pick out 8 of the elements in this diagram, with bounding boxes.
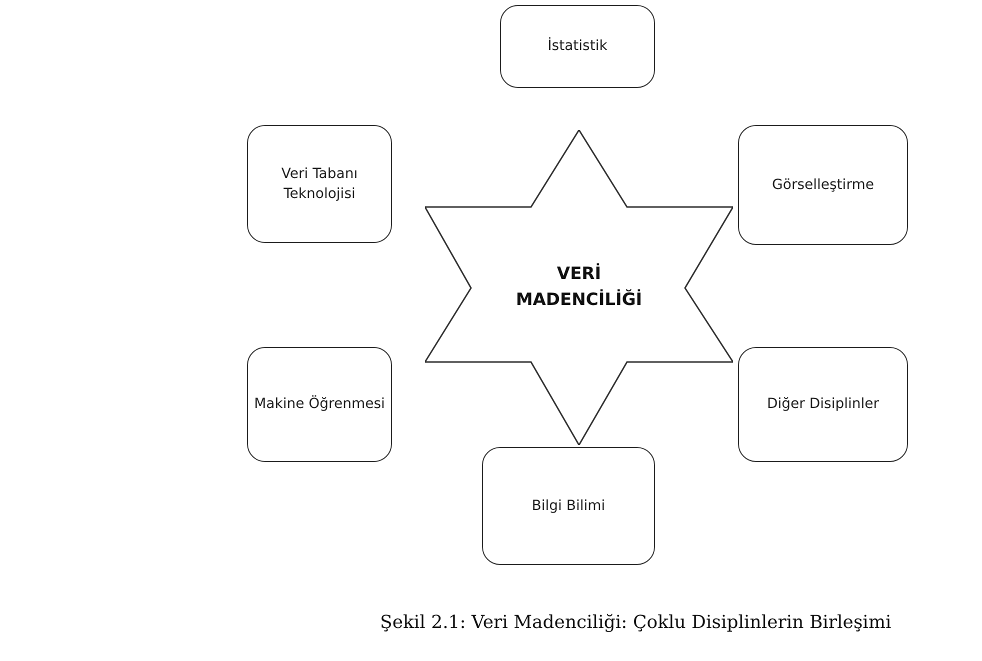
star-label: VERİ MADENCİLİĞİ [514,262,644,312]
rounded-box: Görselleştirme [738,125,908,245]
figure-caption: Şekil 2.1: Veri Madenciliği: Çoklu Disiplinlerin Birleşimi [380,612,892,633]
rounded-box: İstatistik [500,5,655,88]
rounded-box: Diğer Disiplinler [738,347,908,462]
rounded-box: Bilgi Bilimi [482,447,655,565]
rounded-box: Makine Öğrenmesi [247,347,392,462]
rounded-box: Veri Tabanı Teknolojisi [247,125,392,243]
